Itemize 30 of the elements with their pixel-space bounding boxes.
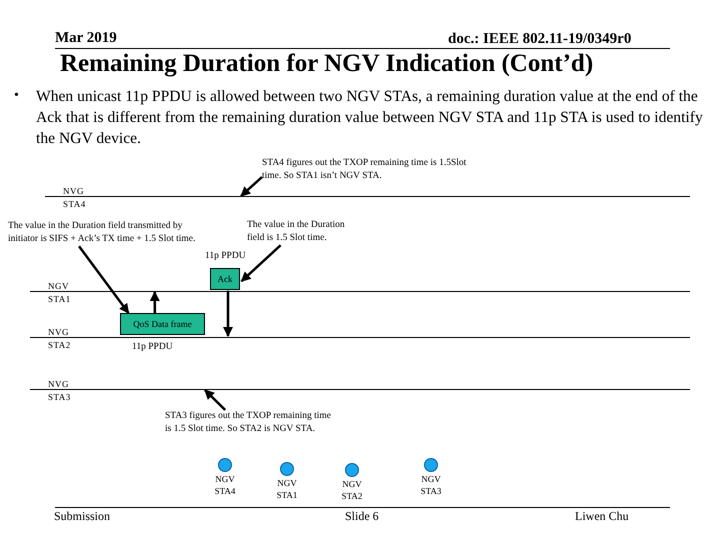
frame-box: Ack <box>210 268 240 290</box>
callout-text: STA3 figures out the TXOP remaining time is 1.5 Slot time. So STA2 is NGV STA. <box>165 410 337 435</box>
frame-box: QoS Data frame <box>120 313 205 335</box>
station-label: NVG STA2 <box>48 326 72 352</box>
slide-title: Remaining Duration for NGV Indication (Cont’d) <box>60 50 594 78</box>
header-date: Mar 2019 <box>55 30 117 47</box>
arrow <box>240 176 263 197</box>
arrow <box>240 244 282 282</box>
frame-caption: 11p PPDU <box>132 341 173 354</box>
bullet-icon: • <box>14 88 19 104</box>
callout-text: The value in the Duration field transmitted by initiator is SIFS + Ack’s TX time + 1.5 Slot time. <box>8 220 200 245</box>
frame-caption: 11p PPDU <box>205 250 246 262</box>
station-label: NGV STA1 <box>48 280 72 306</box>
footer-submission: Submission <box>54 509 110 524</box>
callout-text: STA4 figures out the TXOP remaining time is 1.5Slot time. So STA1 isn’t NGV STA. <box>262 157 474 182</box>
station-label: NVG STA4 <box>63 185 87 211</box>
footer-author: Liwen Chu <box>575 509 629 524</box>
callout-text: The value in the Duration field is 1.5 Slot time. <box>247 219 359 244</box>
arrow <box>150 291 160 313</box>
arrow <box>223 290 233 337</box>
bullet-text: When unicast 11p PPDU is allowed between two NGV STAs, a remaining duration value at the end of the Ack that is different from the remaining duration value between NGV STA and 11p STA is used to identify the NGV device. <box>36 87 704 149</box>
document-number: doc.: IEEE 802.11-19/0349r0 <box>448 31 632 48</box>
arrow <box>204 389 226 411</box>
station-label: NGV STA3 <box>420 473 442 497</box>
station-label: NVG STA3 <box>48 378 72 404</box>
station-label: NGV STA1 <box>276 477 298 501</box>
station-label: NGV STA4 <box>214 473 236 497</box>
footer-slide-number: Slide 6 <box>345 509 379 524</box>
station-label: NGV STA2 <box>340 478 364 502</box>
arrow <box>78 246 130 314</box>
